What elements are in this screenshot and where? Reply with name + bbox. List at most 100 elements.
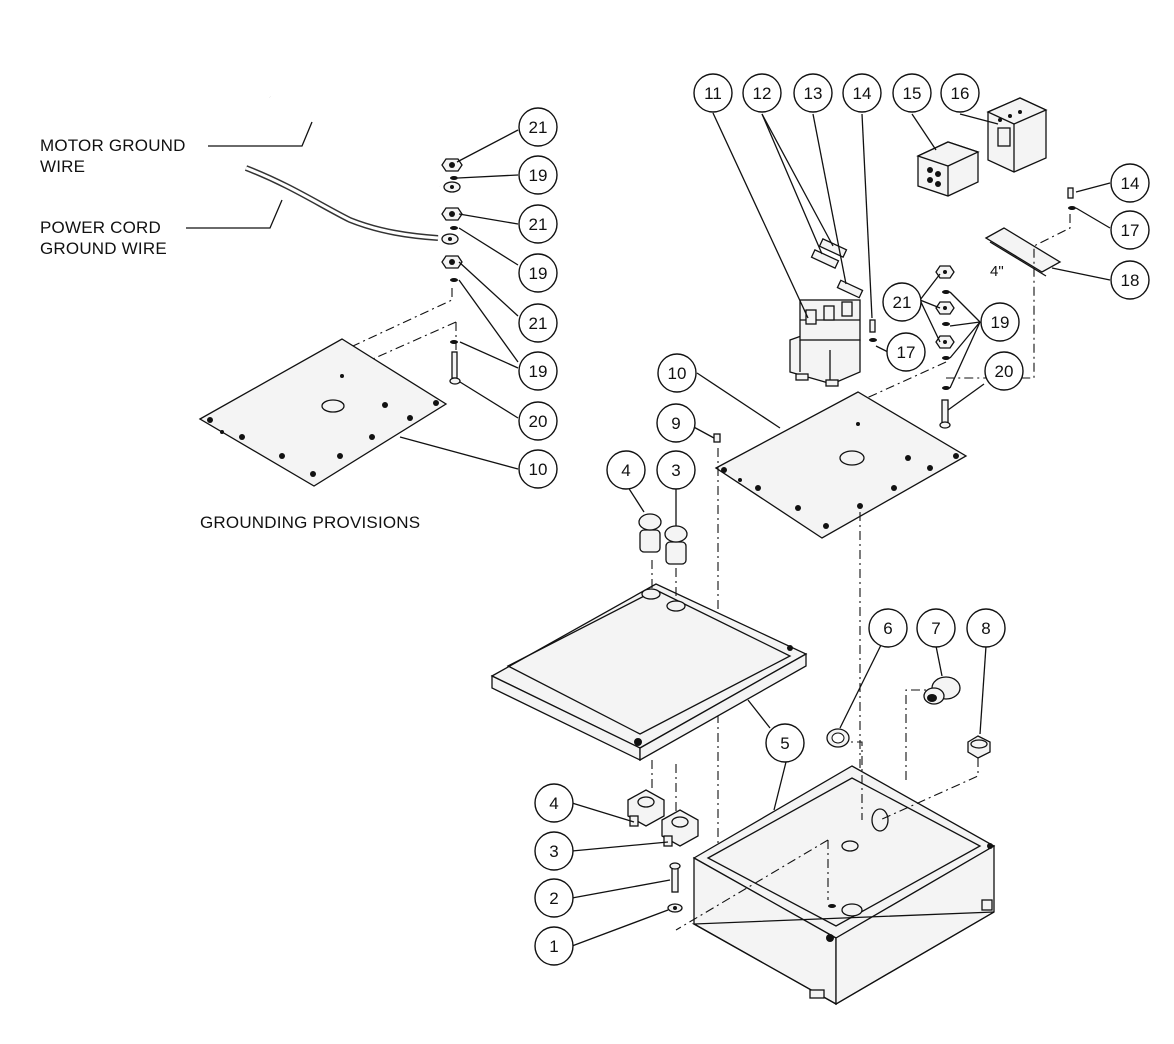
ground-stud-hardware	[441, 158, 463, 385]
callout-number: 19	[529, 264, 548, 283]
bolt-2	[671, 865, 679, 893]
callout-balloon-b19a: 19	[518, 155, 558, 195]
callout-circle	[984, 351, 1024, 391]
callout-circle	[534, 878, 574, 918]
callout-balloon-b14b: 14	[1110, 163, 1150, 203]
callout-balloon-b20b: 20	[984, 351, 1024, 391]
callout-number: 6	[883, 619, 892, 638]
right-leaders	[689, 112, 1111, 439]
callout-balloon-b10a: 10	[518, 449, 558, 489]
callout-number: 21	[529, 215, 548, 234]
callout-circle	[765, 723, 805, 763]
callout-balloon-b21c: 21	[518, 303, 558, 343]
callout-number: 10	[529, 460, 548, 479]
callout-number: 3	[671, 461, 680, 480]
callout-number: 11	[704, 84, 722, 103]
callout-number: 4	[549, 794, 558, 813]
callout-circle	[518, 449, 558, 489]
callout-circle	[1110, 210, 1150, 250]
back-plate	[714, 391, 968, 539]
callout-balloon-b3a: 3	[656, 450, 696, 490]
motor-ground-wire	[269, 95, 461, 193]
callout-circle	[518, 401, 558, 441]
callout-number: 21	[893, 293, 912, 312]
callout-circle	[534, 926, 574, 966]
callout-balloon-b21b: 21	[518, 204, 558, 244]
grounding-provisions-label: GROUNDING PROVISIONS	[200, 513, 421, 532]
callout-number: 1	[549, 937, 558, 956]
callout-balloon-b10b: 10	[657, 353, 697, 393]
washer-1-hole	[673, 906, 677, 910]
callout-balloon-b5: 5	[765, 723, 805, 763]
callout-balloon-b16: 16	[940, 73, 980, 113]
lamp-holder-4	[627, 789, 665, 827]
callout-number: 19	[529, 166, 548, 185]
callout-number: 10	[668, 364, 687, 383]
callout-circle	[518, 351, 558, 391]
callout-circle	[793, 73, 833, 113]
callout-circle	[742, 73, 782, 113]
callout-balloon-b1: 1	[534, 926, 574, 966]
callout-balloon-b19b: 19	[518, 253, 558, 293]
enclosure-box	[691, 765, 996, 1006]
screw-9	[713, 433, 721, 443]
washer-17-transformer	[869, 338, 877, 342]
callout-circle	[518, 303, 558, 343]
callout-number: 3	[549, 842, 558, 861]
callout-number: 14	[853, 84, 872, 103]
callout-circle	[966, 608, 1006, 648]
callout-circle	[518, 107, 558, 147]
washer-17-rail	[1068, 206, 1076, 210]
callout-circle	[892, 73, 932, 113]
contactor	[986, 97, 1048, 173]
callout-circle	[693, 73, 733, 113]
callout-number: 20	[529, 412, 548, 431]
motor-ground-leader	[208, 121, 313, 147]
callout-balloon-b19c: 19	[518, 351, 558, 391]
bolt-2-head	[669, 862, 681, 870]
callout-number: 15	[903, 84, 922, 103]
callout-number: 4	[621, 461, 630, 480]
callout-balloon-b2: 2	[534, 878, 574, 918]
callout-circle	[657, 353, 697, 393]
callout-circle	[916, 608, 956, 648]
callout-circle	[882, 282, 922, 322]
callout-number: 8	[981, 619, 990, 638]
callout-number: 18	[1121, 271, 1140, 290]
callout-circle	[606, 450, 646, 490]
power-cord-ground-wire	[244, 165, 459, 245]
lower-leaders	[571, 483, 987, 947]
din-rail	[984, 227, 1062, 277]
lamp-holder-3	[661, 809, 699, 847]
power-cord-leader	[186, 199, 283, 229]
enclosure-cover	[490, 583, 808, 762]
callout-circle	[1110, 163, 1150, 203]
callout-circle	[868, 608, 908, 648]
callout-number: 12	[753, 84, 772, 103]
callout-number: 16	[951, 84, 970, 103]
motor-ground-wire-label: MOTOR GROUND WIRE	[40, 136, 186, 176]
callout-balloon-b13: 13	[793, 73, 833, 113]
back-plate-grounding	[198, 338, 448, 487]
callout-balloon-b11: 11	[693, 73, 733, 113]
callout-number: 21	[529, 118, 548, 137]
callout-balloon-b21d: 21	[882, 282, 922, 322]
mount-centerline	[675, 839, 829, 931]
callout-balloon-b4b: 4	[534, 783, 574, 823]
callout-balloon-b21a: 21	[518, 107, 558, 147]
overload-relay	[916, 141, 980, 197]
cord-grip-7	[923, 676, 961, 705]
callout-balloon-b7: 7	[916, 608, 956, 648]
right-stud-hardware	[935, 265, 955, 429]
locknut-6	[826, 728, 850, 748]
callout-balloon-b14a: 14	[842, 73, 882, 113]
rail-length-label: 4"	[990, 263, 1004, 280]
callout-number: 17	[897, 343, 916, 362]
callout-circle	[656, 403, 696, 443]
callout-circle	[656, 450, 696, 490]
ground-assembly-centerline-a	[339, 288, 453, 372]
callout-number: 9	[671, 414, 680, 433]
callout-number: 17	[1121, 221, 1140, 240]
